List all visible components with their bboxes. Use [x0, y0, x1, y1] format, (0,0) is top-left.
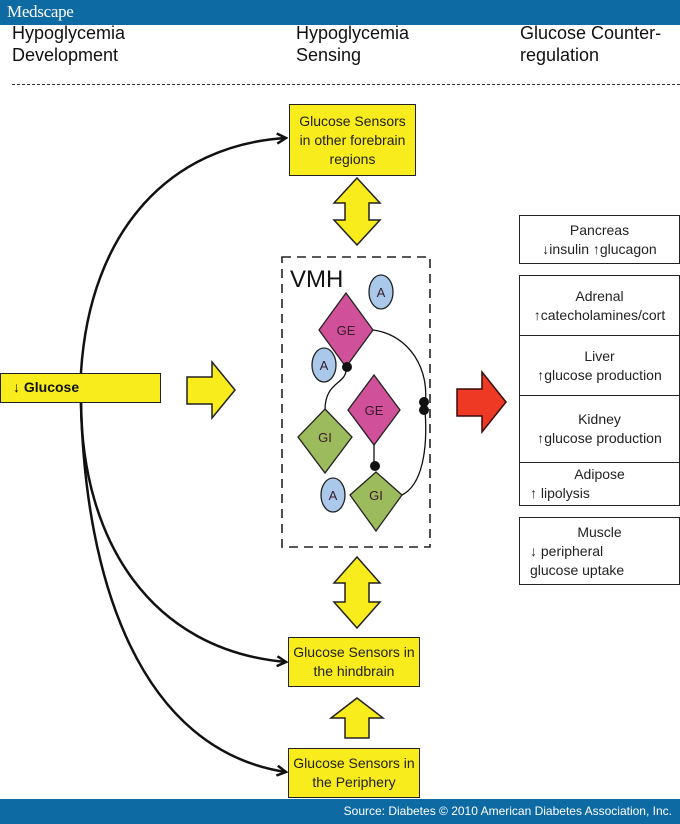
- medscape-logo: Medscape: [7, 2, 74, 21]
- box-line: Glucose Sensors in: [293, 644, 415, 660]
- organ-title: Liver: [584, 347, 615, 364]
- heading-line: Hypoglycemia: [296, 23, 410, 43]
- double-arrow-forebrain-vmh-icon: [332, 176, 382, 247]
- heading-line: Development: [12, 45, 119, 65]
- organ-effect: ↓insulin ↑glucagon: [542, 240, 657, 257]
- arrow-to-periphery: [79, 402, 286, 772]
- down-arrow-icon: ↓: [13, 379, 20, 395]
- adrenal-cell: Adrenal ↑catecholamines/cort: [520, 276, 679, 336]
- gi-label: GI: [369, 488, 383, 503]
- heading-line: regulation: [520, 45, 600, 65]
- muscle-box: Muscle ↓ peripheral glucose uptake: [519, 517, 680, 585]
- organ-effect: ↑ lipolysis: [530, 485, 590, 501]
- heading-line: Glucose Counter-: [520, 23, 662, 43]
- organ-title: Kidney: [578, 411, 621, 427]
- vmh-region: [281, 256, 431, 548]
- heading-line: Sensing: [296, 45, 362, 65]
- connection-loop-gi: [401, 409, 427, 496]
- column-heading-development: Hypoglycemia Development: [12, 22, 125, 66]
- synapse-dot: [342, 362, 352, 372]
- double-arrow-vmh-hindbrain-icon: [332, 555, 382, 630]
- organ-effect: ↑catecholamines/cort: [533, 306, 666, 323]
- up-arrow-periphery-hindbrain-icon: [328, 697, 386, 739]
- connection-ge-loop: [372, 329, 427, 406]
- organ-title: Adrenal: [575, 287, 624, 304]
- ge-label: GE: [365, 403, 384, 418]
- astrocyte-middle: A: [311, 347, 337, 383]
- box-line: the Periphery: [312, 774, 396, 790]
- box-line: in other forebrain: [299, 131, 406, 148]
- section-divider: [12, 84, 680, 85]
- header-bar: Medscape: [0, 0, 680, 25]
- glucose-label: Glucose: [23, 379, 80, 395]
- gi-neuron-bottom: GI: [349, 471, 403, 533]
- column-heading-sensing: Hypoglycemia Sensing: [296, 22, 409, 66]
- source-credit: Source: Diabetes © 2010 American Diabete…: [343, 804, 672, 818]
- periphery-sensors-box: Glucose Sensors in the Periphery: [288, 748, 420, 798]
- arrow-to-forebrain: [79, 138, 286, 373]
- forebrain-sensors-box: Glucose Sensors in other forebrain regio…: [289, 104, 416, 176]
- heading-line: Hypoglycemia: [12, 23, 126, 43]
- astrocyte-bottom: A: [320, 477, 346, 513]
- ge-neuron-middle: GE: [347, 373, 401, 447]
- ge-label: GE: [337, 323, 356, 338]
- box-line: Glucose Sensors in: [293, 755, 415, 771]
- hindbrain-sensors-box: Glucose Sensors in the hindbrain: [288, 637, 420, 687]
- low-glucose-box: ↓ Glucose: [0, 373, 161, 403]
- organ-title: Muscle: [577, 523, 622, 540]
- vmh-label: VMH: [290, 266, 344, 293]
- adipose-cell: Adipose ↑ lipolysis: [520, 463, 679, 505]
- astrocyte-label: A: [377, 285, 386, 300]
- synapse-dot: [370, 461, 380, 471]
- organ-response-stack: Adrenal ↑catecholamines/cort Liver ↑gluc…: [519, 275, 680, 506]
- organ-effect: ↑glucose production: [537, 366, 662, 383]
- ge-neuron-top: GE: [318, 291, 374, 369]
- box-line: regions: [329, 150, 376, 167]
- organ-effect: glucose uptake: [530, 561, 625, 578]
- astrocyte-label: A: [329, 488, 338, 503]
- pancreas-box: Pancreas ↓insulin ↑glucagon: [519, 215, 680, 264]
- synapse-dot: [419, 405, 429, 415]
- box-line: Glucose Sensors: [299, 112, 406, 129]
- organ-title: Adipose: [574, 466, 625, 482]
- astrocyte-top: A: [368, 274, 394, 310]
- liver-cell: Liver ↑glucose production: [520, 336, 679, 396]
- footer-bar: Source: Diabetes © 2010 American Diabete…: [0, 799, 680, 824]
- astrocyte-label: A: [320, 358, 329, 373]
- gi-neuron-left: GI: [297, 408, 353, 475]
- gi-label: GI: [318, 430, 332, 445]
- organ-title: Pancreas: [569, 221, 630, 238]
- kidney-cell: Kidney ↑glucose production: [520, 396, 679, 463]
- block-arrow-right-icon: [186, 359, 236, 421]
- arrow-to-hindbrain: [79, 402, 286, 662]
- synapse-dot: [419, 397, 429, 407]
- red-output-arrow-icon: [456, 369, 507, 435]
- box-line: the hindbrain: [313, 663, 395, 679]
- organ-effect: ↓ peripheral: [530, 542, 604, 559]
- organ-effect: ↑glucose production: [537, 430, 662, 446]
- column-heading-counterregulation: Glucose Counter- regulation: [520, 22, 661, 66]
